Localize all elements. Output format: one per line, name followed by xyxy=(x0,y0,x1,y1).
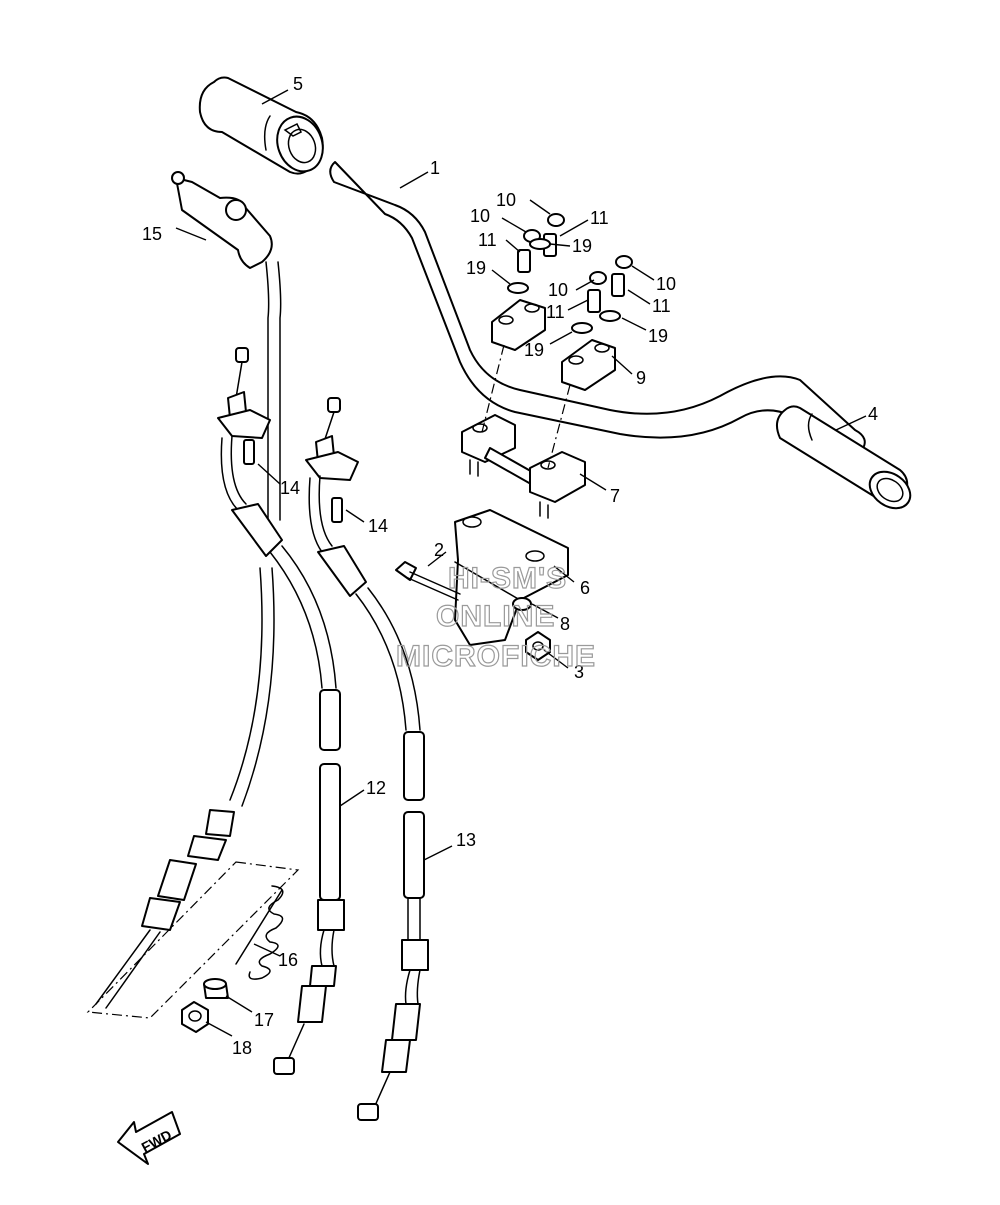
spring xyxy=(235,885,284,980)
callout-12: 12 xyxy=(366,778,386,798)
upper-holder-right xyxy=(561,339,616,391)
leader-lines xyxy=(175,89,867,1037)
callout-11-c: 11 xyxy=(652,296,671,316)
lower-holder xyxy=(461,414,586,519)
callout-18: 18 xyxy=(232,1038,252,1058)
bolt xyxy=(395,561,461,601)
callout-11-a: 11 xyxy=(590,208,609,228)
watermark: HI-SM'S ONLINE MICROFICHE xyxy=(395,561,596,673)
washer xyxy=(512,597,532,611)
callout-13: 13 xyxy=(456,830,476,850)
callout-19-c: 19 xyxy=(648,326,668,346)
upper-holder-left xyxy=(491,299,546,351)
callout-7: 7 xyxy=(610,486,620,506)
callout-2: 2 xyxy=(434,540,444,560)
callout-16: 16 xyxy=(278,950,298,970)
cable-12 xyxy=(220,435,345,1075)
watermark-line-1: HI-SM'S xyxy=(448,562,567,595)
lever xyxy=(171,171,282,521)
callout-5: 5 xyxy=(293,74,303,94)
cable-fitting-left xyxy=(217,347,271,465)
small-fasteners xyxy=(507,213,633,334)
callout-9: 9 xyxy=(636,368,646,388)
inset-box xyxy=(86,861,300,1019)
clamp-bracket xyxy=(454,509,569,646)
callout-3: 3 xyxy=(574,662,584,682)
cable-fitting-right xyxy=(305,397,359,523)
sleeve xyxy=(203,978,229,999)
callout-15: 15 xyxy=(142,224,162,244)
callout-17: 17 xyxy=(254,1010,274,1030)
callout-19-a: 19 xyxy=(572,236,592,256)
callout-14-b: 14 xyxy=(368,516,388,536)
callout-labels: 5 1 4 2 6 7 8 3 9 10 10 10 10 11 11 11 1… xyxy=(142,74,878,1058)
nut xyxy=(525,631,551,661)
callout-19-b: 19 xyxy=(466,258,486,278)
left-grip xyxy=(775,405,912,510)
callout-4: 4 xyxy=(868,404,878,424)
callout-10-b: 10 xyxy=(470,206,490,226)
lever-cable xyxy=(95,567,275,1009)
callout-8: 8 xyxy=(560,614,570,634)
throttle-grip xyxy=(198,76,324,175)
watermark-line-3: MICROFICHE xyxy=(396,640,596,673)
callout-11-b: 11 xyxy=(478,230,497,250)
callout-11-d: 11 xyxy=(546,302,565,322)
callout-1: 1 xyxy=(430,158,440,178)
adjuster-nut xyxy=(181,1001,209,1033)
callout-14-a: 14 xyxy=(280,478,300,498)
callout-10-a: 10 xyxy=(496,190,516,210)
callout-10-c: 10 xyxy=(656,274,676,294)
callout-6: 6 xyxy=(580,578,590,598)
watermark-line-2: ONLINE xyxy=(436,600,555,633)
callout-10-d: 10 xyxy=(548,280,568,300)
cable-13 xyxy=(308,475,429,1121)
callout-19-d: 19 xyxy=(524,340,544,360)
fwd-arrow-icon: FWD xyxy=(117,1111,181,1165)
